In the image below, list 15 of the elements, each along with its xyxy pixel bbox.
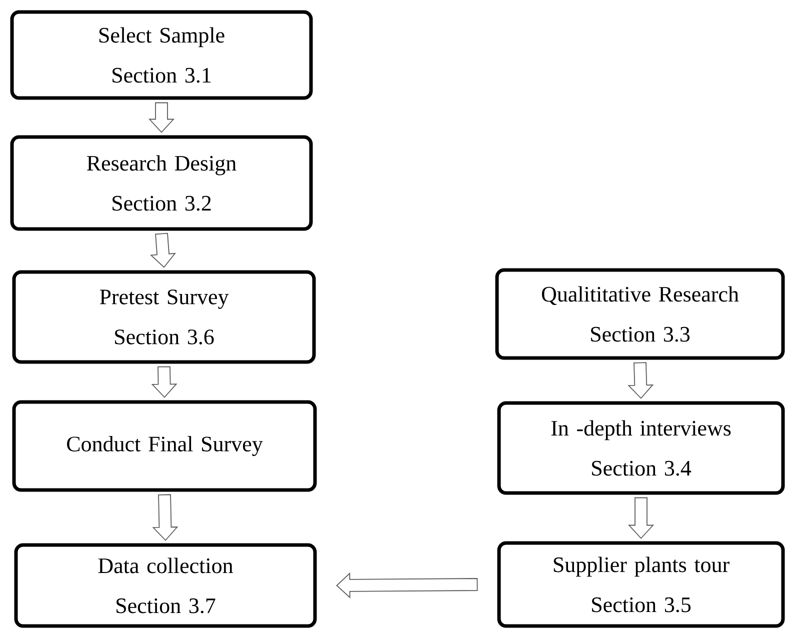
process-box: Data collection Section 3.7 (14, 543, 317, 628)
block-arrow (152, 494, 178, 541)
process-box: Supplier plants tour Section 3.5 (497, 541, 785, 628)
block-arrow (628, 362, 654, 399)
process-box: Research Design Section 3.2 (10, 135, 313, 231)
process-box: Qualititative Research Section 3.3 (495, 268, 785, 360)
block-arrow (336, 572, 478, 598)
block-arrow (148, 102, 175, 133)
process-box: Conduct Final Survey (12, 400, 317, 492)
process-box: Select Sample Section 3.1 (10, 10, 313, 100)
process-box: In -depth interviews Section 3.4 (497, 401, 785, 495)
block-arrow (150, 232, 176, 268)
process-box: Pretest Survey Section 3.6 (12, 270, 316, 364)
block-arrow (151, 366, 178, 398)
block-arrow (628, 497, 654, 539)
